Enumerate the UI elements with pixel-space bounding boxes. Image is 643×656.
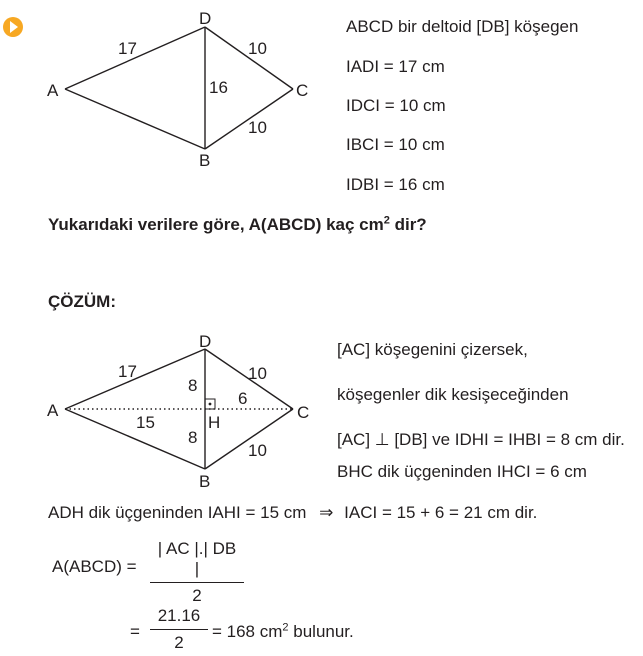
edge-label-hc: 6	[238, 389, 247, 408]
edge-label-dh: 8	[188, 376, 197, 395]
fraction-1-bar	[150, 582, 244, 583]
fraction-1-numerator: | AC |.| DB |	[157, 539, 237, 578]
edge-label-hb: 8	[188, 428, 197, 447]
right-angle-mark	[204, 398, 216, 410]
area-result: = 168 cm2 bulunur.	[212, 622, 354, 642]
given-line-5: IDBI = 16 cm	[346, 175, 445, 194]
area-result-tail: bulunur.	[288, 622, 354, 641]
explanation-line-5-left: ADH dik üçgeninden IAHI = 15 cm	[48, 503, 307, 522]
vertex-d-2: D	[199, 332, 211, 351]
edge-ad-2	[64, 348, 206, 410]
edge-cb-2	[204, 408, 294, 470]
edge-label-dc-2: 10	[248, 364, 267, 383]
vertex-c-2: C	[297, 403, 309, 422]
fraction-2-denominator: 2	[174, 633, 184, 652]
edge-label-ad-2: 17	[118, 362, 137, 381]
explanation-line-2: köşegenler dik kesişeceğinden	[337, 385, 569, 404]
area-result-value: = 168 cm	[212, 622, 283, 641]
explanation-line-3: [AC] ⊥ [DB] ve IDHI = IHBI = 8 cm dir.	[337, 430, 625, 449]
edge-ba-2	[64, 408, 206, 470]
area-result-sup: 2	[282, 621, 289, 634]
solution-title: ÇÖZÜM:	[48, 292, 116, 311]
given-line-3: IDCI = 10 cm	[346, 96, 446, 115]
edge-dc-2	[204, 348, 294, 410]
edge-ad-1	[64, 26, 206, 90]
edge-label-bc-1: 10	[248, 118, 267, 137]
vertex-h: H	[208, 413, 220, 432]
vertex-d-1: D	[199, 9, 211, 28]
edge-dc-1	[204, 26, 294, 90]
area-fraction-2: 21.16 2	[150, 606, 208, 653]
edge-cb-1	[204, 88, 294, 150]
right-angle-dot	[208, 402, 212, 406]
given-line-2: IADI = 17 cm	[346, 57, 445, 76]
fraction-2-bar	[150, 629, 208, 630]
explanation-line-5-right: IACI = 15 + 6 = 21 cm dir.	[344, 503, 538, 522]
vertex-a-2: A	[47, 401, 59, 420]
vertex-b-1: B	[199, 151, 210, 170]
explanation-line-1: [AC] köşegenini çizersek,	[337, 340, 528, 359]
edge-ba-1	[64, 88, 206, 150]
edge-label-db-1: 16	[209, 78, 228, 97]
implies-arrow: ⇒	[319, 503, 334, 522]
given-line-4: IBCI = 10 cm	[346, 135, 445, 154]
area-equals: =	[130, 622, 140, 641]
edge-label-ad-1: 17	[118, 39, 137, 58]
area-fraction-1: | AC |.| DB | 2	[150, 539, 244, 606]
vertex-a-1: A	[47, 81, 59, 100]
area-label: A(ABCD) =	[52, 557, 137, 576]
fraction-1-denominator: 2	[192, 586, 202, 605]
given-line-1: ABCD bir deltoid [DB] köşegen	[346, 17, 579, 36]
question: Yukarıdaki verilere göre, A(ABCD) kaç cm…	[48, 215, 427, 235]
explanation-line-4: BHC dik üçgeninden IHCI = 6 cm	[337, 462, 587, 481]
question-sup: 2	[383, 214, 390, 227]
fraction-2-numerator: 21.16	[157, 606, 201, 625]
edge-label-dc-1: 10	[248, 39, 267, 58]
edge-label-bc-2: 10	[248, 441, 267, 460]
question-tail: dir?	[389, 215, 427, 234]
vertex-c-1: C	[296, 81, 308, 100]
edge-label-ah: 15	[136, 413, 155, 432]
explanation-line-5: ADH dik üçgeninden IAHI = 15 cm ⇒ IACI =…	[48, 503, 537, 523]
question-main: Yukarıdaki verilere göre, A(ABCD) kaç cm	[48, 215, 384, 234]
vertex-b-2: B	[199, 472, 210, 491]
